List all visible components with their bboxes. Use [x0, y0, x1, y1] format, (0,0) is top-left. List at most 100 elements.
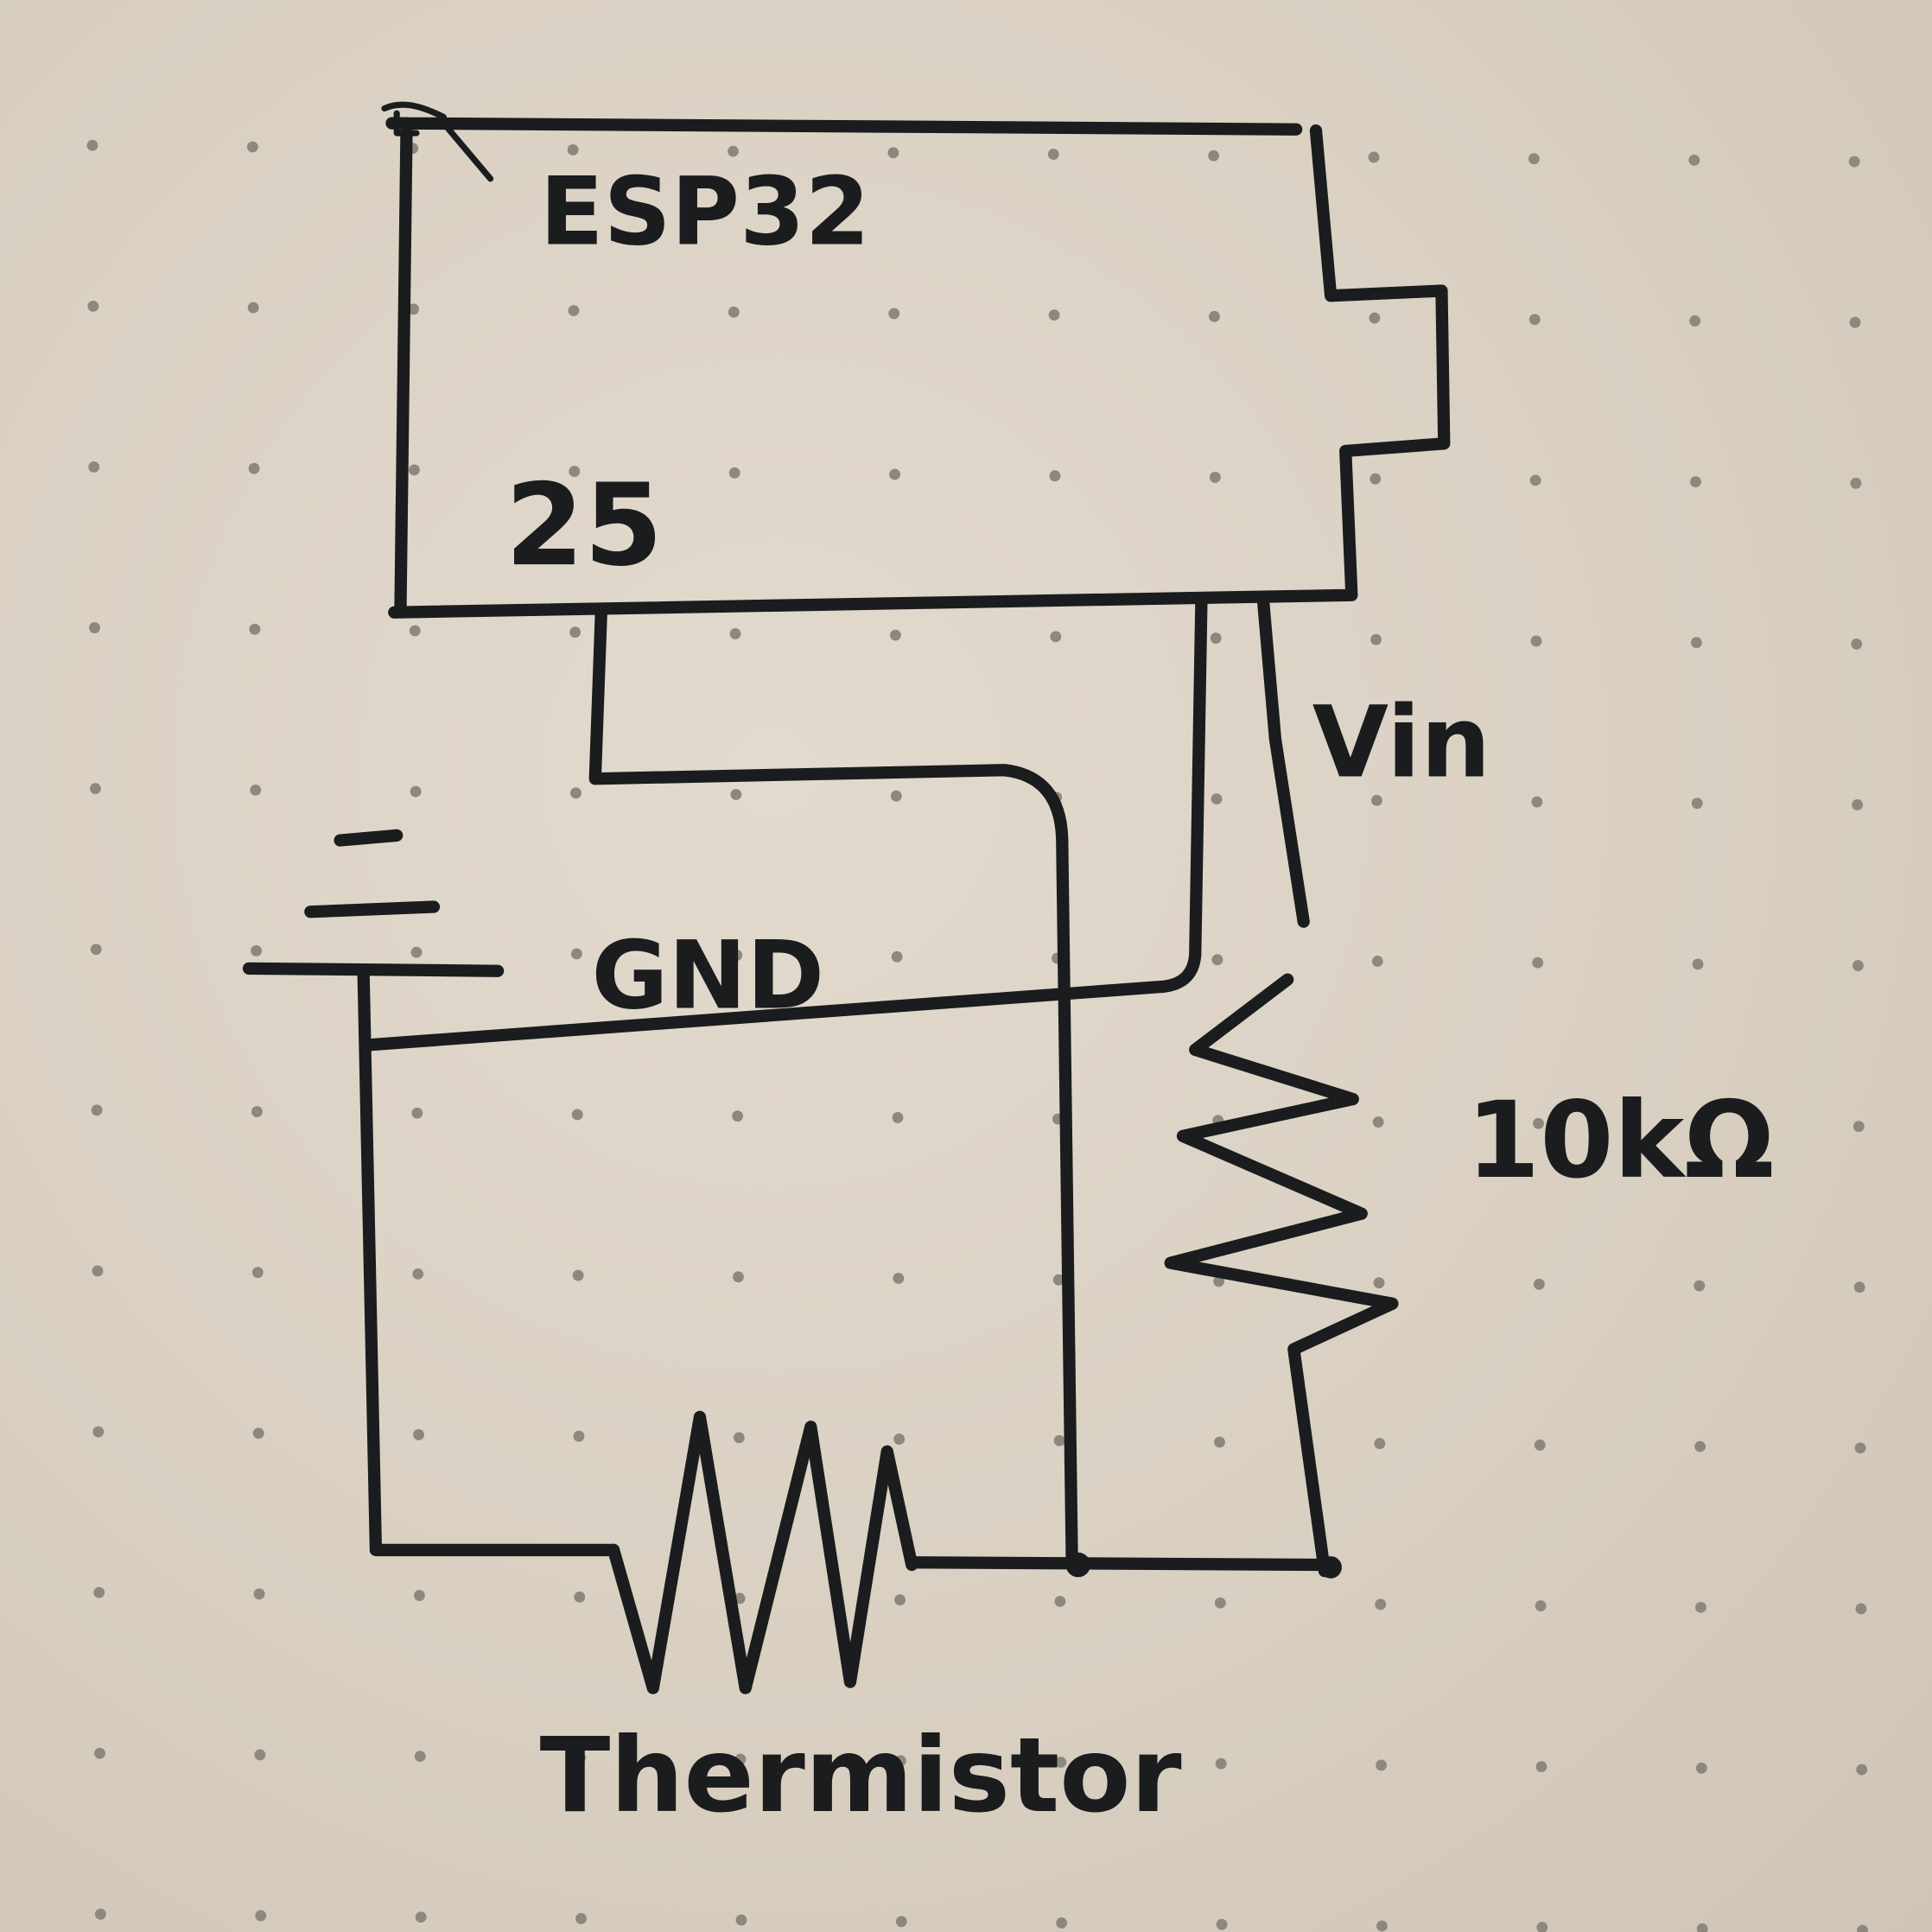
- grid-dot: [1369, 312, 1381, 324]
- grid-dot: [728, 145, 739, 157]
- grid-dot: [1052, 1274, 1065, 1286]
- grid-dot: [888, 308, 900, 320]
- grid-dot: [93, 1586, 105, 1598]
- grid-dot: [92, 1265, 104, 1277]
- grid-dot: [730, 789, 742, 800]
- grid-dot: [1692, 958, 1704, 970]
- grid-dot: [891, 950, 903, 963]
- grid-dot: [734, 1753, 747, 1765]
- grid-dot: [249, 623, 261, 635]
- grid-dot: [1695, 1762, 1707, 1774]
- grid-dot: [1856, 1764, 1868, 1776]
- grid-dot: [733, 1271, 744, 1283]
- grid-dot: [1371, 956, 1383, 967]
- grid-dot: [1208, 149, 1220, 162]
- grid-dot: [89, 622, 100, 633]
- grid-dot: [410, 946, 423, 958]
- grid-dot: [887, 147, 899, 159]
- grid-dot: [1535, 1761, 1548, 1773]
- grid-dot: [895, 1916, 907, 1928]
- grid-dot: [569, 466, 581, 478]
- grid-dot: [414, 1590, 425, 1601]
- grid-dot: [1529, 474, 1541, 486]
- grid-dot: [1853, 1121, 1865, 1133]
- grid-dot: [414, 1751, 426, 1763]
- grid-dot: [731, 950, 743, 962]
- grid-dot: [1694, 1280, 1706, 1292]
- grid-dot: [1372, 1116, 1384, 1128]
- grid-dot: [733, 1432, 745, 1444]
- grid-dot: [251, 1106, 263, 1117]
- grid-dot: [1376, 1920, 1388, 1932]
- esp32-module-outline: [385, 117, 1451, 619]
- thermistor-label: Thermistor: [540, 1716, 1182, 1836]
- grid-dot: [1848, 156, 1860, 168]
- grid-dot: [1530, 635, 1542, 647]
- grid-dot: [1211, 954, 1223, 966]
- grid-dot: [409, 464, 420, 476]
- bottom-wire: [906, 1556, 1338, 1572]
- grid-dot: [409, 625, 421, 637]
- grid-dot: [1209, 472, 1221, 483]
- grid-dot: [86, 139, 99, 151]
- grid-dot: [1054, 1595, 1066, 1607]
- grid-dot: [1853, 1281, 1865, 1293]
- grid-dot: [252, 1427, 264, 1439]
- grid-dot: [89, 783, 101, 795]
- grid-dot: [889, 468, 900, 480]
- grid-dot: [87, 300, 99, 312]
- grid-dot: [1691, 798, 1703, 810]
- grid-dot: [1209, 310, 1220, 322]
- ground-symbol: [242, 829, 505, 977]
- grid-dot: [571, 1109, 583, 1121]
- junction-dot: [1319, 1556, 1342, 1579]
- grid-dot: [1694, 1440, 1706, 1452]
- grid-dot: [254, 1749, 266, 1761]
- gnd-wire: [363, 597, 1208, 1052]
- grid-dot: [1850, 477, 1862, 489]
- grid-dot: [1053, 1434, 1065, 1446]
- grid-dot: [1373, 1277, 1385, 1289]
- grid-dot: [91, 1104, 103, 1116]
- resistor-value-label: 10kΩ: [1466, 1078, 1774, 1202]
- grid-dot: [1849, 316, 1861, 328]
- vin-wire: [1256, 591, 1310, 928]
- grid-dot: [729, 627, 741, 639]
- grid-dot: [1535, 1600, 1547, 1611]
- grid-dot: [411, 1107, 423, 1119]
- grid-dot: [412, 1268, 424, 1280]
- grid-dot: [1689, 315, 1701, 327]
- grid-dot: [413, 1429, 424, 1440]
- grid-dot: [893, 1433, 906, 1446]
- grid-dot: [1368, 151, 1380, 163]
- esp32-label: ESP32: [540, 156, 870, 266]
- grid-dot: [88, 461, 100, 473]
- grid-dot: [1857, 1924, 1868, 1932]
- grid-dot: [92, 1426, 105, 1438]
- grid-dot: [1696, 1923, 1708, 1932]
- grid-dot: [1693, 1119, 1705, 1131]
- grid-dot: [1533, 1117, 1544, 1129]
- pin25-label: 25: [505, 459, 664, 591]
- junction-dot: [1065, 1552, 1091, 1578]
- grid-dot: [94, 1747, 105, 1759]
- grid-dot: [1375, 1598, 1387, 1611]
- grid-dot: [408, 303, 419, 315]
- grid-dot: [894, 1594, 906, 1606]
- grid-dot: [895, 1755, 906, 1767]
- grid-dot: [250, 784, 262, 796]
- grid-dot: [568, 305, 580, 316]
- grid-dot: [1690, 637, 1702, 649]
- grid-dot: [253, 1588, 265, 1600]
- grid-dot: [1370, 473, 1382, 485]
- grid-dot: [1688, 154, 1700, 166]
- grid-dot: [247, 302, 259, 314]
- grid-dot: [569, 626, 582, 639]
- grid-dot: [1050, 631, 1062, 643]
- grid-dot: [575, 1751, 587, 1764]
- grid-dot: [1055, 1757, 1067, 1768]
- grid-dot: [1214, 1436, 1225, 1448]
- grid-dot: [1695, 1601, 1706, 1613]
- grid-dot: [570, 948, 582, 960]
